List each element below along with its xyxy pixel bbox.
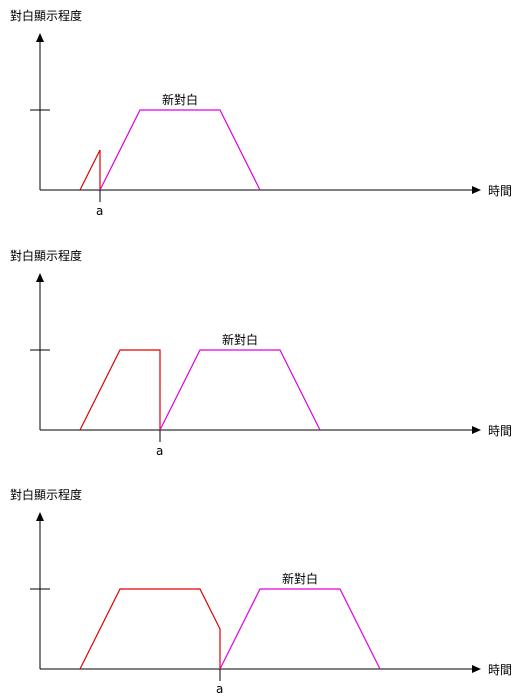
marker-label: a	[96, 204, 103, 218]
x-axis-label: 時間	[488, 184, 512, 198]
y-axis-label: 對白顯示程度	[10, 487, 82, 502]
marker-label: a	[156, 444, 163, 458]
old-dialogue-curve	[79, 149, 101, 191]
panel-2: 對白顯示程度 時間 a 新對白	[10, 248, 512, 458]
new-dialogue-label: 新對白	[282, 571, 318, 586]
x-axis-label: 時間	[488, 424, 512, 438]
panel-1: 對白顯示程度 時間 a 新對白	[10, 8, 512, 218]
new-dialogue-label: 新對白	[222, 332, 258, 347]
panel-3: 對白顯示程度 時間 a 新對白	[10, 487, 512, 696]
new-dialogue-curve	[99, 109, 261, 191]
new-dialogue-curve	[159, 349, 321, 431]
old-dialogue-curve	[79, 349, 161, 431]
y-axis-label: 對白顯示程度	[10, 8, 82, 23]
marker-label: a	[216, 682, 223, 696]
new-dialogue-curve	[219, 588, 381, 670]
y-axis-label: 對白顯示程度	[10, 248, 82, 263]
old-dialogue-curve	[79, 588, 221, 670]
new-dialogue-label: 新對白	[162, 92, 198, 107]
x-axis-label: 時間	[488, 663, 512, 677]
